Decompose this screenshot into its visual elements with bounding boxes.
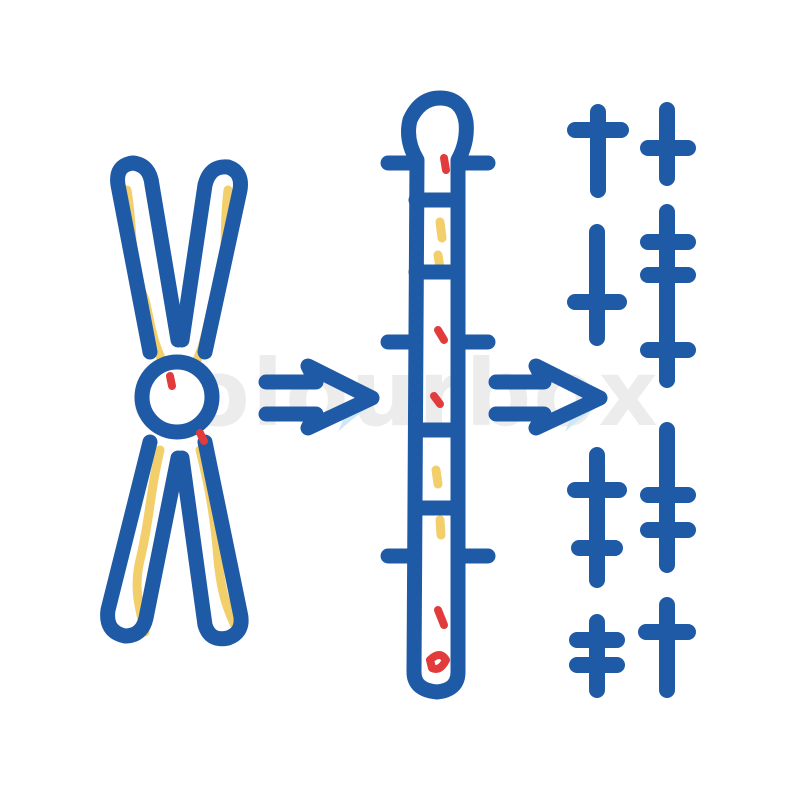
- centromere-circle: [134, 354, 220, 440]
- x-chromosome-icon: [100, 155, 249, 647]
- chromatid-ladder-icon: [380, 90, 496, 700]
- arrow-right-icon: [258, 358, 380, 436]
- arrow-right-icon: [488, 358, 608, 436]
- dna-segments-icon: [567, 102, 696, 698]
- segment-column-left: [567, 104, 629, 698]
- segment-column-right: [638, 102, 696, 698]
- chromatid-red-marks: [426, 154, 450, 673]
